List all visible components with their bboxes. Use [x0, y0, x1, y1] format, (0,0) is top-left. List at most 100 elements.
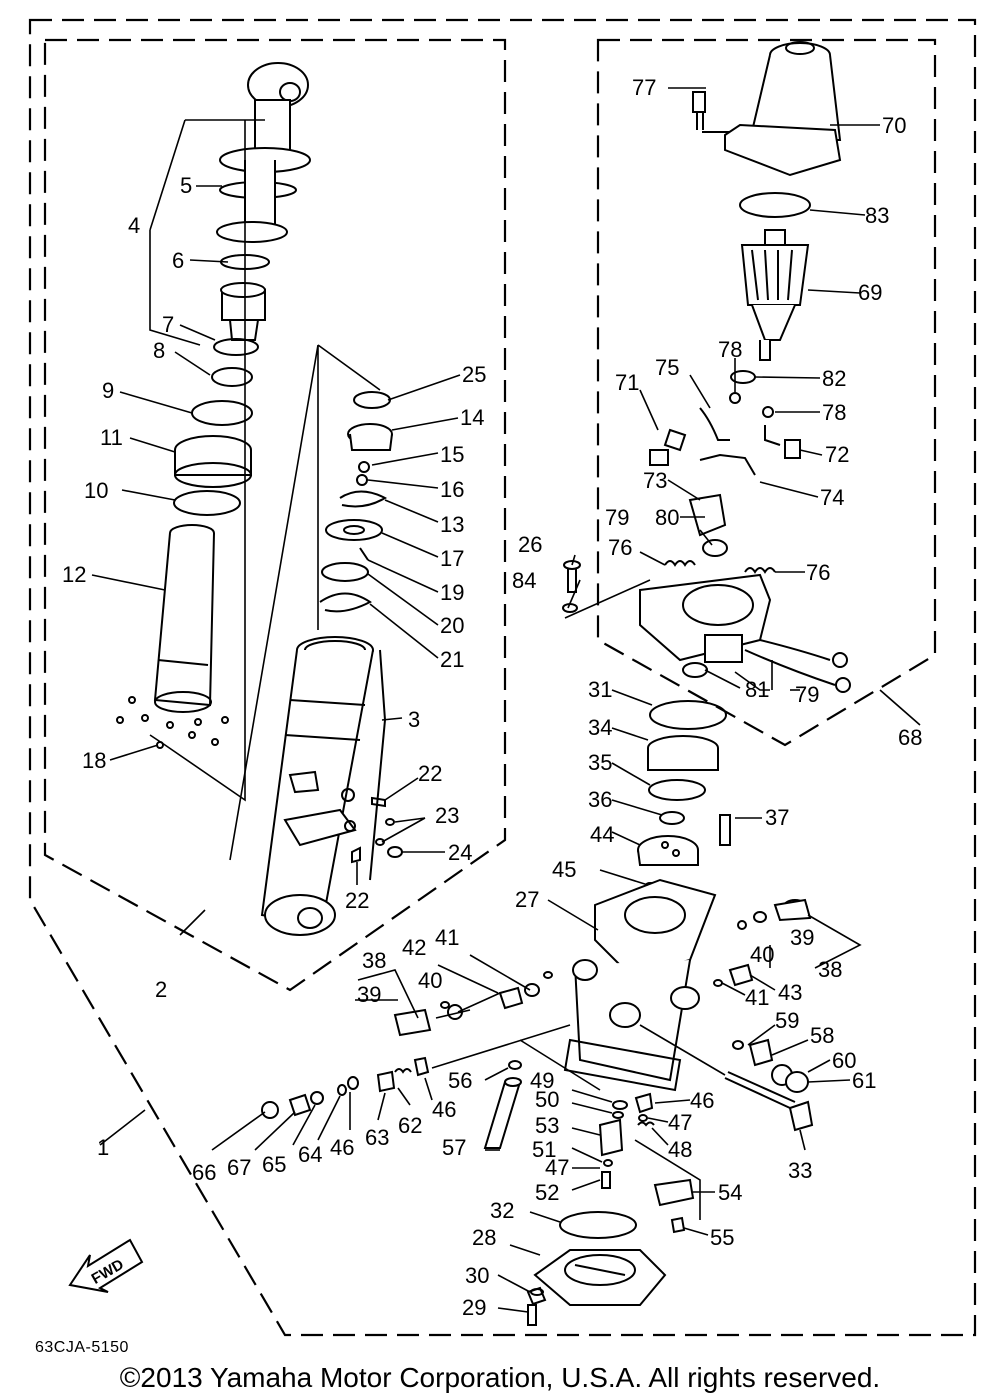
callout-1: 1: [97, 1135, 109, 1160]
callout-70: 70: [882, 113, 906, 138]
callout-56: 56: [448, 1068, 472, 1093]
outer-cylinder-12: [116, 524, 229, 749]
o-ring-32: [559, 1211, 637, 1239]
callout-8: 8: [153, 338, 165, 363]
callout-38a: 38: [818, 957, 842, 982]
callout-46c: 46: [690, 1088, 714, 1113]
callout-10: 10: [84, 478, 108, 503]
bracket-79-81: [564, 579, 773, 691]
callout-37: 37: [765, 805, 789, 830]
callout-32: 32: [490, 1198, 514, 1223]
callout-52: 52: [535, 1180, 559, 1205]
callout-23: 23: [435, 803, 459, 828]
callout-77: 77: [632, 75, 656, 100]
callout-19: 19: [440, 580, 464, 605]
callout-22a: 22: [418, 761, 442, 786]
armature-69: [740, 229, 810, 361]
callout-51: 51: [532, 1137, 556, 1162]
valve-58-61: [732, 1038, 809, 1093]
brush-holder-parts: [649, 392, 801, 574]
callout-33: 33: [788, 1158, 812, 1183]
callout-4: 4: [128, 213, 140, 238]
callout-46a: 46: [432, 1097, 456, 1122]
callout-3: 3: [408, 707, 420, 732]
callout-73: 73: [643, 468, 667, 493]
assembly-68-boundary: [596, 38, 937, 747]
callout-69: 69: [858, 280, 882, 305]
callout-63: 63: [365, 1125, 389, 1150]
callout-labels: 1 2 3 4 5 6 7 8 9 10 11 12 13 14 15 16 1…: [62, 75, 922, 1320]
callout-47a: 47: [668, 1110, 692, 1135]
callout-25: 25: [462, 362, 486, 387]
callout-84: 84: [512, 568, 536, 593]
valve-parts-46-55: [598, 1092, 701, 1234]
callout-12: 12: [62, 562, 86, 587]
motor-base: [639, 573, 851, 693]
callout-14: 14: [460, 405, 484, 430]
callout-55: 55: [710, 1225, 734, 1250]
callout-78a: 78: [718, 337, 742, 362]
callout-41a: 41: [435, 925, 459, 950]
fwd-arrow-icon: FWD: [68, 1238, 144, 1293]
callout-66: 66: [192, 1160, 216, 1185]
callout-29: 29: [462, 1295, 486, 1320]
callout-44: 44: [590, 822, 614, 847]
callout-82: 82: [822, 366, 846, 391]
callout-49: 49: [530, 1068, 554, 1093]
callout-81: 81: [745, 677, 769, 702]
callout-74: 74: [820, 485, 844, 510]
callout-16: 16: [440, 477, 464, 502]
callout-27: 27: [515, 887, 539, 912]
callout-71: 71: [615, 370, 639, 395]
callout-53: 53: [535, 1113, 559, 1138]
callout-61: 61: [852, 1068, 876, 1093]
callout-28: 28: [472, 1225, 496, 1250]
callout-67: 67: [227, 1155, 251, 1180]
callout-42: 42: [402, 935, 426, 960]
callout-41b: 41: [745, 985, 769, 1010]
callout-54: 54: [718, 1180, 742, 1205]
callout-35: 35: [588, 750, 612, 775]
callout-79b: 79: [795, 682, 819, 707]
callout-6: 6: [172, 248, 184, 273]
piston-internals: [319, 391, 393, 613]
callout-50: 50: [535, 1087, 559, 1112]
callout-60: 60: [832, 1048, 856, 1073]
manifold-27: [563, 878, 717, 1092]
assembly-2-boundary: [43, 38, 507, 992]
callout-40b: 40: [418, 968, 442, 993]
callout-39a: 39: [790, 925, 814, 950]
bracket-18: [149, 120, 246, 802]
o-ring-83: [739, 192, 811, 218]
callout-78b: 78: [822, 400, 846, 425]
callout-80: 80: [655, 505, 679, 530]
callout-47b: 47: [545, 1155, 569, 1180]
callout-39b: 39: [357, 982, 381, 1007]
seals-31-36: [647, 700, 727, 825]
callout-20: 20: [440, 613, 464, 638]
callout-17: 17: [440, 546, 464, 571]
callout-46b: 46: [330, 1135, 354, 1160]
callout-9: 9: [102, 378, 114, 403]
leader-lines: [91, 87, 921, 1313]
callout-65: 65: [262, 1152, 286, 1177]
callout-75: 75: [655, 355, 679, 380]
callout-40a: 40: [750, 942, 774, 967]
callout-5: 5: [180, 173, 192, 198]
callout-76b: 76: [806, 560, 830, 585]
motor-yoke-70: [724, 41, 842, 177]
callout-62: 62: [398, 1113, 422, 1138]
tilt-cylinder-3: [260, 636, 387, 936]
callout-57: 57: [442, 1135, 466, 1160]
callout-15: 15: [440, 442, 464, 467]
callout-22b: 22: [345, 888, 369, 913]
callout-83: 83: [865, 203, 889, 228]
callout-7: 7: [162, 312, 174, 337]
cover-28: [526, 1249, 667, 1326]
callout-2: 2: [155, 977, 167, 1002]
callout-45: 45: [552, 857, 576, 882]
callout-26: 26: [518, 532, 542, 557]
callout-21: 21: [440, 647, 464, 672]
valves-38-43: [393, 898, 812, 1037]
